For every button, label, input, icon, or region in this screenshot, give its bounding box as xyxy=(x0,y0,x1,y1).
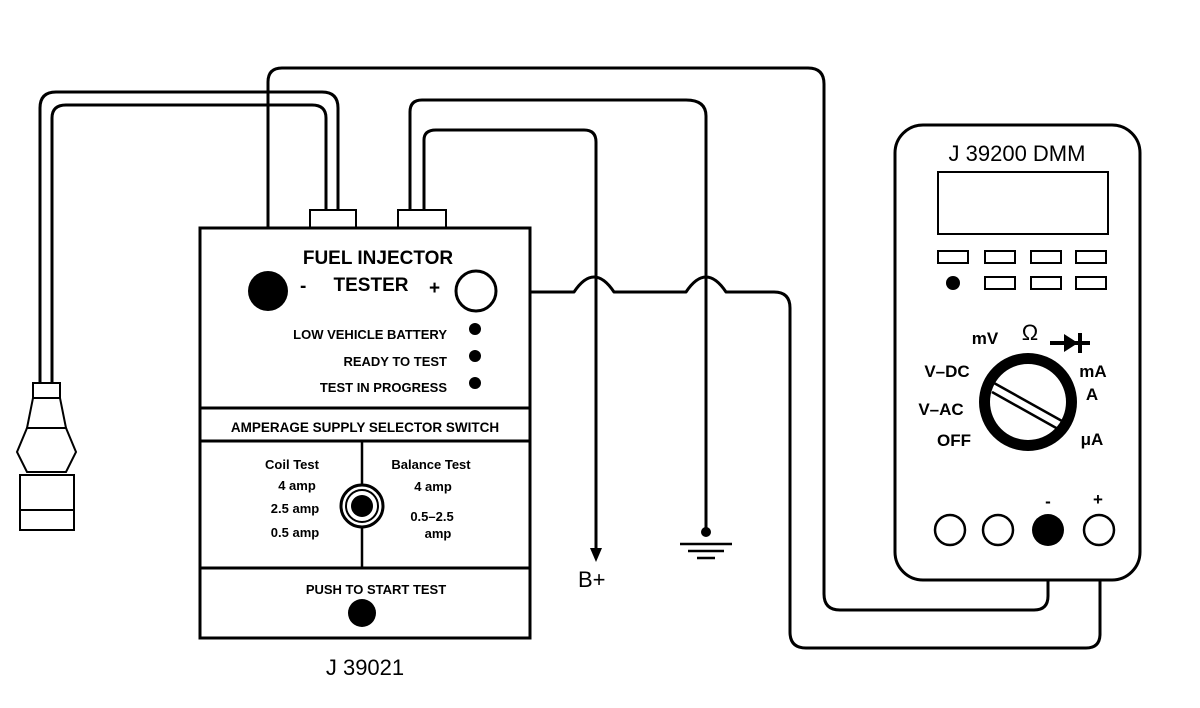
dmm-button[interactable] xyxy=(984,276,1016,290)
wires xyxy=(38,66,1102,650)
dmm-button[interactable] xyxy=(984,250,1016,264)
led-ready xyxy=(469,350,481,362)
led-label-in-progress: TEST IN PROGRESS xyxy=(320,380,447,395)
coil-test-label: Coil Test xyxy=(265,457,320,472)
dmm-button[interactable] xyxy=(1030,276,1062,290)
tester-title: FUEL INJECTOR xyxy=(303,248,454,269)
balance-value-range: 0.5–2.5 xyxy=(410,509,453,524)
injector-cable-inner xyxy=(50,103,328,387)
fuel-injector-tester: FUEL INJECTOR TESTER - + LOW VEHICLE BAT… xyxy=(198,209,532,640)
diode-icon xyxy=(1050,333,1090,353)
tester-model-label: J 39021 xyxy=(326,655,404,680)
dmm-button[interactable] xyxy=(937,250,969,264)
dial-label-a: A xyxy=(1086,385,1098,404)
dmm-rotary-dial[interactable] xyxy=(979,353,1077,451)
balance-value-unit: amp xyxy=(425,526,452,541)
dial-label-off: OFF xyxy=(937,431,971,450)
dmm-display xyxy=(937,171,1109,235)
wire-tester-plus-to-dmm-pos xyxy=(474,275,1102,650)
balance-value-4: 4 amp xyxy=(414,479,452,494)
injector-cable-outer xyxy=(38,90,340,387)
start-test-button[interactable] xyxy=(348,599,376,627)
coil-value-4: 4 amp xyxy=(278,478,316,493)
dmm-pos-label: + xyxy=(1093,490,1103,509)
tester-plus-terminal[interactable] xyxy=(454,269,498,313)
tester-subtitle: TESTER xyxy=(334,275,409,296)
battery-label: B+ xyxy=(578,567,606,592)
coil-value-0-5: 0.5 amp xyxy=(271,525,319,540)
dmm-title: J 39200 DMM xyxy=(949,141,1086,166)
tester-minus-terminal[interactable] xyxy=(248,271,288,311)
dial-label-ua: μA xyxy=(1081,430,1104,449)
dmm-jack[interactable] xyxy=(981,513,1015,547)
dmm-body xyxy=(893,123,1142,582)
dmm-neg-jack[interactable] xyxy=(1032,514,1064,546)
dial-label-ma: mA xyxy=(1079,362,1106,381)
wire-to-ground xyxy=(422,128,598,552)
tester-plus-label: + xyxy=(429,278,440,299)
dmm-button[interactable] xyxy=(1030,250,1062,264)
coil-value-2-5: 2.5 amp xyxy=(271,501,319,516)
wire-to-battery xyxy=(408,98,708,534)
led-label-ready: READY TO TEST xyxy=(343,354,447,369)
amperage-selector-knob[interactable] xyxy=(339,483,385,529)
dmm-button[interactable] xyxy=(1075,250,1107,264)
dial-label-ohm: Ω xyxy=(1022,320,1038,345)
selector-title: AMPERAGE SUPPLY SELECTOR SWITCH xyxy=(231,420,499,435)
injector-connector xyxy=(15,382,78,531)
dmm-pos-jack[interactable] xyxy=(1082,513,1116,547)
wire-tester-minus-to-dmm-neg xyxy=(266,66,1050,612)
dial-label-vac: V–AC xyxy=(918,400,963,419)
dmm-indicator xyxy=(946,276,960,290)
balance-test-label: Balance Test xyxy=(391,457,471,472)
led-label-low-battery: LOW VEHICLE BATTERY xyxy=(293,327,447,342)
dial-label-mv: mV xyxy=(972,329,999,348)
led-low-battery xyxy=(469,323,481,335)
push-to-start-label: PUSH TO START TEST xyxy=(306,582,446,597)
led-in-progress xyxy=(469,377,481,389)
dmm-button[interactable] xyxy=(1075,276,1107,290)
tester-minus-label: - xyxy=(300,276,306,297)
dial-label-vdc: V–DC xyxy=(924,362,969,381)
digital-multimeter: J 39200 DMM mV Ω V–DC V–AC OFF mA A μA -… xyxy=(893,123,1142,582)
battery-arrow-icon xyxy=(590,548,602,562)
dmm-jack[interactable] xyxy=(933,513,967,547)
ground-icon xyxy=(680,527,732,560)
dmm-neg-label: - xyxy=(1045,492,1051,511)
